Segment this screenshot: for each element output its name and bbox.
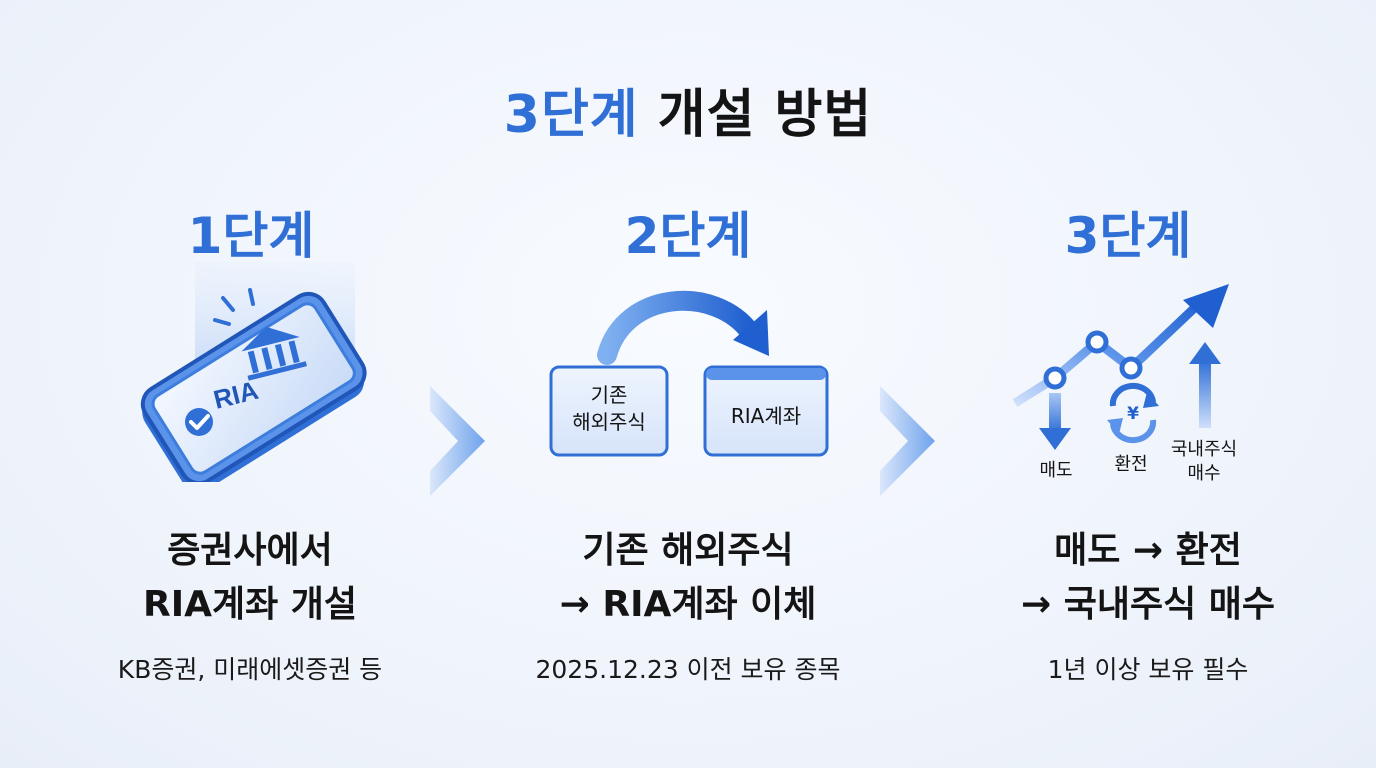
from-box-line-2: 해외주식: [572, 410, 646, 434]
page-title: 3단계 개설 방법: [0, 72, 1376, 147]
yen-symbol: ¥: [1127, 404, 1139, 424]
buy-label-line-2: 매수: [1187, 463, 1221, 484]
title-rest: 개설 방법: [638, 85, 873, 145]
chevron-right-icon: [880, 386, 935, 496]
step-3-label: 3단계: [1064, 207, 1192, 265]
step-2-sub: 2025.12.23 이전 보유 종목: [535, 655, 841, 684]
chevron-right-icon: [430, 386, 485, 496]
step-3-headline-line-2: → 국내주식 매수: [1021, 584, 1275, 625]
step-2-label: 2단계: [624, 207, 752, 265]
phone-bank-icon: RIA: [140, 262, 367, 482]
step-1-headline-line-2: RIA계좌 개설: [143, 584, 357, 625]
step-1-headline: 증권사에서 RIA계좌 개설: [40, 524, 460, 632]
step-2-headline-line-2: → RIA계좌 이체: [559, 584, 817, 625]
sell-label: 매도: [1039, 460, 1073, 481]
step-3-sub: 1년 이상 보유 필수: [1047, 655, 1249, 684]
step-2-headline-line-1: 기존 해외주식: [582, 530, 794, 571]
transfer-icon: [549, 290, 829, 457]
from-box-label: 기존 해외주식: [551, 382, 667, 436]
from-box-line-1: 기존: [590, 383, 628, 407]
exchange-label: 환전: [1114, 454, 1148, 475]
buy-label: 국내주식 매수: [1156, 438, 1252, 486]
step-1-sub: KB증권, 미래에셋증권 등: [117, 655, 383, 684]
step-1-label: 1단계: [187, 207, 315, 265]
step-2-headline: 기존 해외주식 → RIA계좌 이체: [478, 524, 898, 632]
to-box-label: RIA계좌: [730, 404, 802, 428]
trend-up-icon: ¥: [1012, 284, 1229, 450]
step-3-headline: 매도 → 환전 → 국내주식 매수: [938, 524, 1358, 632]
buy-label-line-1: 국내주식: [1170, 439, 1238, 460]
step-3-headline-line-1: 매도 → 환전: [1054, 530, 1242, 571]
title-accent: 3단계: [503, 85, 639, 145]
step-1-headline-line-1: 증권사에서: [167, 530, 333, 571]
